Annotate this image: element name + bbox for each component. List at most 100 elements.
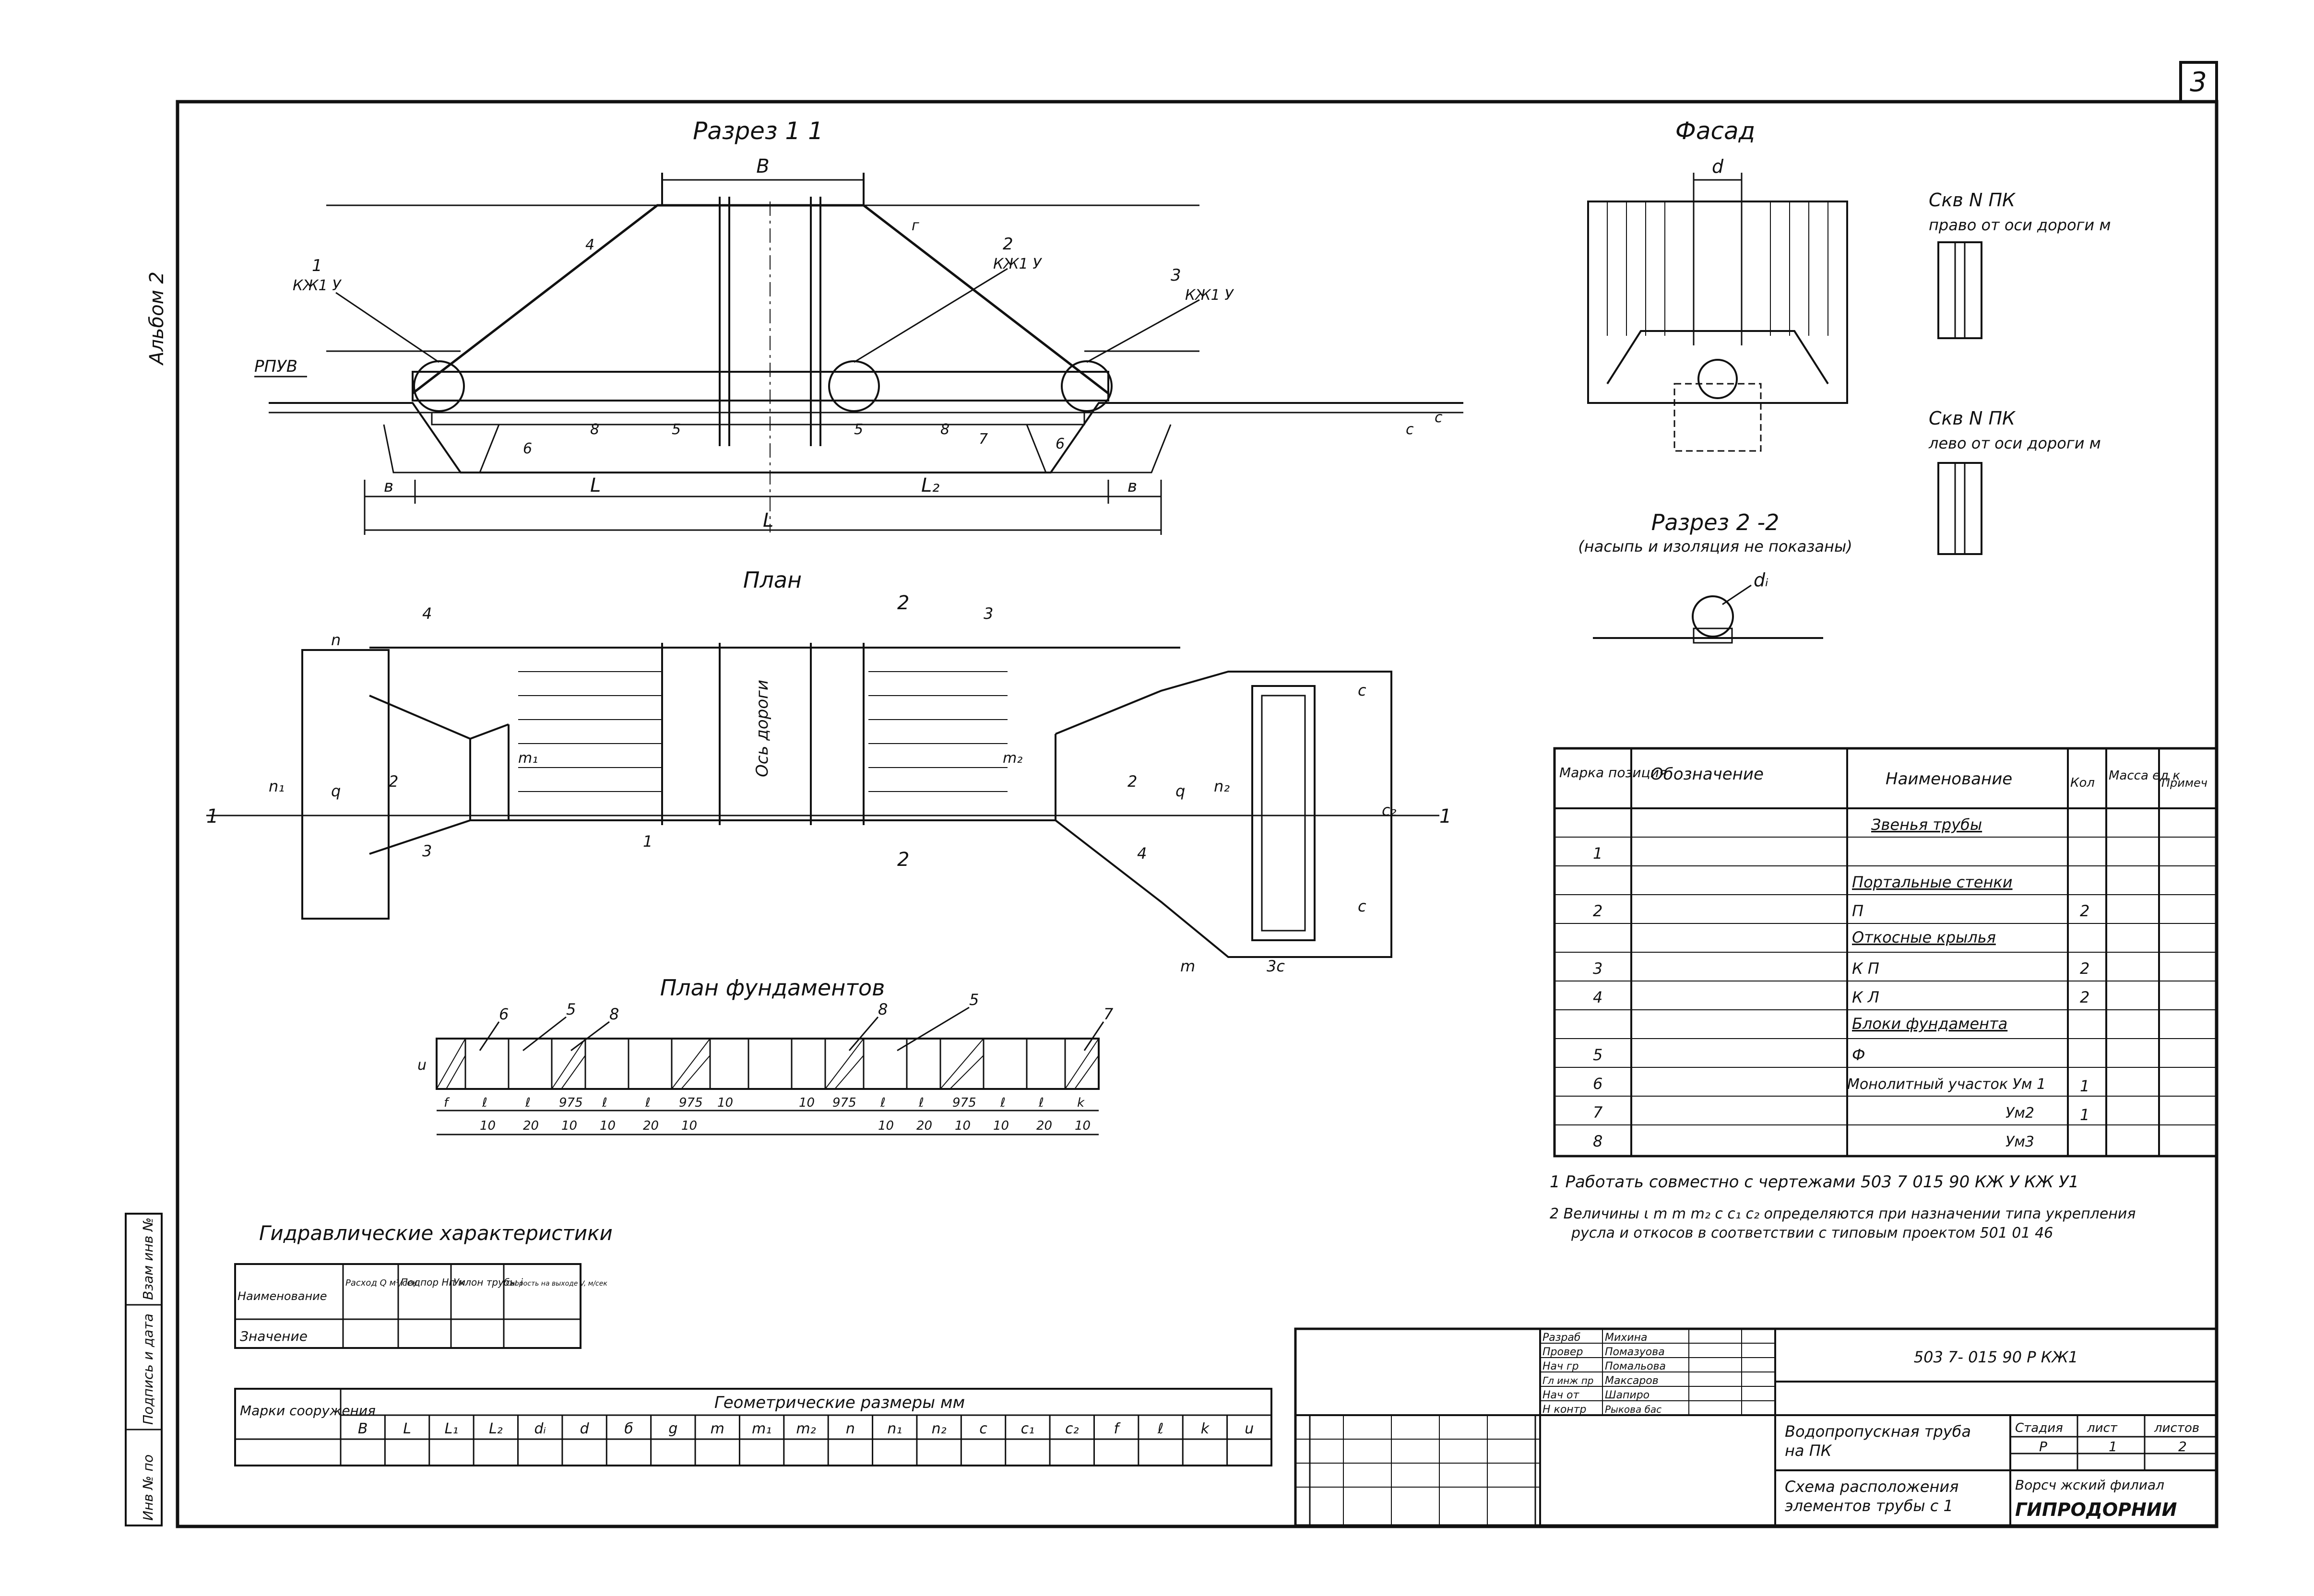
svg-text:7: 7 <box>1593 1103 1603 1122</box>
svg-text:4: 4 <box>1137 844 1147 863</box>
svg-text:1: 1 <box>1593 844 1602 863</box>
svg-text:Откосные крылья: Откосные крылья <box>1852 928 1996 946</box>
svg-text:20: 20 <box>916 1119 932 1133</box>
svg-text:10: 10 <box>1075 1119 1091 1133</box>
svg-text:m: m <box>1180 957 1195 975</box>
svg-text:2: 2 <box>2178 1439 2187 1454</box>
geometry-col-header: n <box>846 1420 855 1437</box>
geometry-col-header: L <box>403 1420 411 1437</box>
svg-text:8: 8 <box>1593 1132 1602 1150</box>
svg-text:Скорость на выходе V, м/сек: Скорость на выходе V, м/сек <box>506 1280 607 1288</box>
borehole-right: Скв N ПК право от оси дороги м <box>1929 189 2111 339</box>
svg-text:2: 2 <box>897 849 909 871</box>
svg-text:1: 1 <box>312 256 322 275</box>
svg-text:8: 8 <box>940 421 949 438</box>
svg-text:10: 10 <box>878 1119 894 1133</box>
svg-text:n: n <box>331 631 341 649</box>
svg-text:m₁: m₁ <box>518 750 538 767</box>
svg-text:2: 2 <box>1003 235 1013 254</box>
foundation-plan-title: План фундаментов <box>660 975 885 1001</box>
svg-text:Водопропускная труба: Водопропускная труба <box>1785 1422 1971 1441</box>
title-block: Разраб Провер Нач гр Гл инж пр Нач от Н … <box>1294 1327 2218 1527</box>
svg-text:5: 5 <box>854 421 863 438</box>
svg-text:3c: 3c <box>1267 957 1285 975</box>
geometry-col-header: dᵢ <box>534 1420 546 1437</box>
geometry-col-header: L₂ <box>489 1420 503 1437</box>
svg-text:503 7- 015 90 Р КЖ1: 503 7- 015 90 Р КЖ1 <box>1914 1348 2078 1366</box>
geometry-col-header: c₁ <box>1021 1420 1035 1437</box>
svg-text:в: в <box>384 477 393 496</box>
svg-text:8: 8 <box>590 421 599 438</box>
section-2-2-subtitle: (насыпь и изоляция не показаны) <box>1578 537 1852 556</box>
svg-text:лево от оси дороги м: лево от оси дороги м <box>1928 434 2101 452</box>
svg-text:k: k <box>1077 1096 1085 1110</box>
svg-text:ℓ: ℓ <box>482 1096 487 1110</box>
geometry-col-header: m <box>711 1420 724 1437</box>
dim-d: d <box>1712 156 1724 177</box>
svg-text:3: 3 <box>1593 959 1602 978</box>
hydraulic-table: Гидравлические характеристики Наименован… <box>234 1221 613 1349</box>
svg-text:Скв N ПК: Скв N ПК <box>1929 189 2016 211</box>
album-label: Альбом 2 <box>146 272 168 366</box>
svg-text:4: 4 <box>1593 988 1602 1006</box>
svg-text:q: q <box>331 782 341 800</box>
sheet-number: 3 <box>2190 67 2207 98</box>
svg-text:Обозначение: Обозначение <box>1650 765 1764 784</box>
road-axis-label: Ось дороги <box>753 680 772 777</box>
geometry-col-header: d <box>580 1420 590 1437</box>
geometry-col-header: m₁ <box>752 1420 771 1437</box>
svg-text:6: 6 <box>523 440 532 457</box>
svg-text:Ф: Ф <box>1852 1046 1865 1064</box>
svg-text:Инв № по: Инв № по <box>140 1454 156 1521</box>
svg-text:2: 2 <box>2080 959 2089 978</box>
geometry-col-header: б <box>624 1420 633 1437</box>
svg-text:Значение: Значение <box>240 1328 308 1344</box>
svg-text:Нач от: Нач от <box>1543 1389 1579 1401</box>
svg-text:1 Работать совместно с чертежа: 1 Работать совместно с чертежами 503 7 0… <box>1550 1172 2079 1192</box>
svg-text:Уклон трубы i: Уклон трубы i <box>453 1277 523 1288</box>
svg-text:ℓ: ℓ <box>1038 1096 1044 1110</box>
svg-text:6: 6 <box>499 1005 509 1023</box>
svg-text:2: 2 <box>2080 988 2089 1006</box>
geometry-col-header: f <box>1114 1420 1121 1437</box>
svg-text:Наименование: Наименование <box>237 1289 327 1303</box>
svg-text:лист: лист <box>2087 1421 2118 1435</box>
svg-text:на ПК: на ПК <box>1785 1442 1832 1460</box>
svg-text:элементов трубы с 1: элементов трубы с 1 <box>1785 1497 1953 1515</box>
svg-text:1: 1 <box>2109 1439 2117 1454</box>
svg-text:20: 20 <box>643 1119 659 1133</box>
svg-text:русла и откосов в соответствии: русла и откосов в соответствии с типовым… <box>1571 1225 2053 1241</box>
svg-text:ℓ: ℓ <box>525 1096 531 1110</box>
svg-text:Наименование: Наименование <box>1886 769 2012 789</box>
plan-title: План <box>743 567 802 593</box>
geometry-col-header: L₁ <box>445 1420 459 1437</box>
svg-text:dᵢ: dᵢ <box>1754 569 1768 591</box>
svg-text:Подпись и дата: Подпись и дата <box>140 1313 156 1425</box>
svg-text:с: с <box>1435 409 1443 426</box>
svg-text:c: c <box>1358 681 1366 699</box>
svg-text:8: 8 <box>609 1005 619 1023</box>
geometry-col-header: u <box>1245 1420 1254 1437</box>
svg-text:10: 10 <box>717 1096 733 1110</box>
outer-frame <box>176 100 2219 1528</box>
revisions-table <box>1309 1414 1536 1526</box>
svg-text:Помальова: Помальова <box>1605 1360 1666 1372</box>
section-2-2-title: Разрез 2 -2 <box>1651 509 1780 535</box>
svg-text:q: q <box>1175 782 1185 800</box>
svg-text:Схема расположения: Схема расположения <box>1785 1478 1958 1496</box>
svg-text:Марка позиция: Марка позиция <box>1559 765 1667 780</box>
svg-text:Разраб: Разраб <box>1543 1332 1580 1344</box>
svg-text:Блоки фундамента: Блоки фундамента <box>1852 1015 2007 1033</box>
svg-text:2: 2 <box>1593 902 1602 920</box>
section-1-1-title: Разрез 1 1 <box>693 117 823 145</box>
svg-text:c₂: c₂ <box>1382 801 1397 819</box>
svg-text:КЖ1 У: КЖ1 У <box>293 277 342 294</box>
svg-text:975: 975 <box>832 1096 856 1110</box>
geometry-col-header: g <box>668 1420 677 1437</box>
geometry-col-header: c₂ <box>1065 1420 1079 1437</box>
svg-text:7: 7 <box>979 431 988 448</box>
svg-text:ℓ: ℓ <box>918 1096 924 1110</box>
svg-text:L₂: L₂ <box>921 474 939 497</box>
svg-text:8: 8 <box>878 1000 888 1018</box>
